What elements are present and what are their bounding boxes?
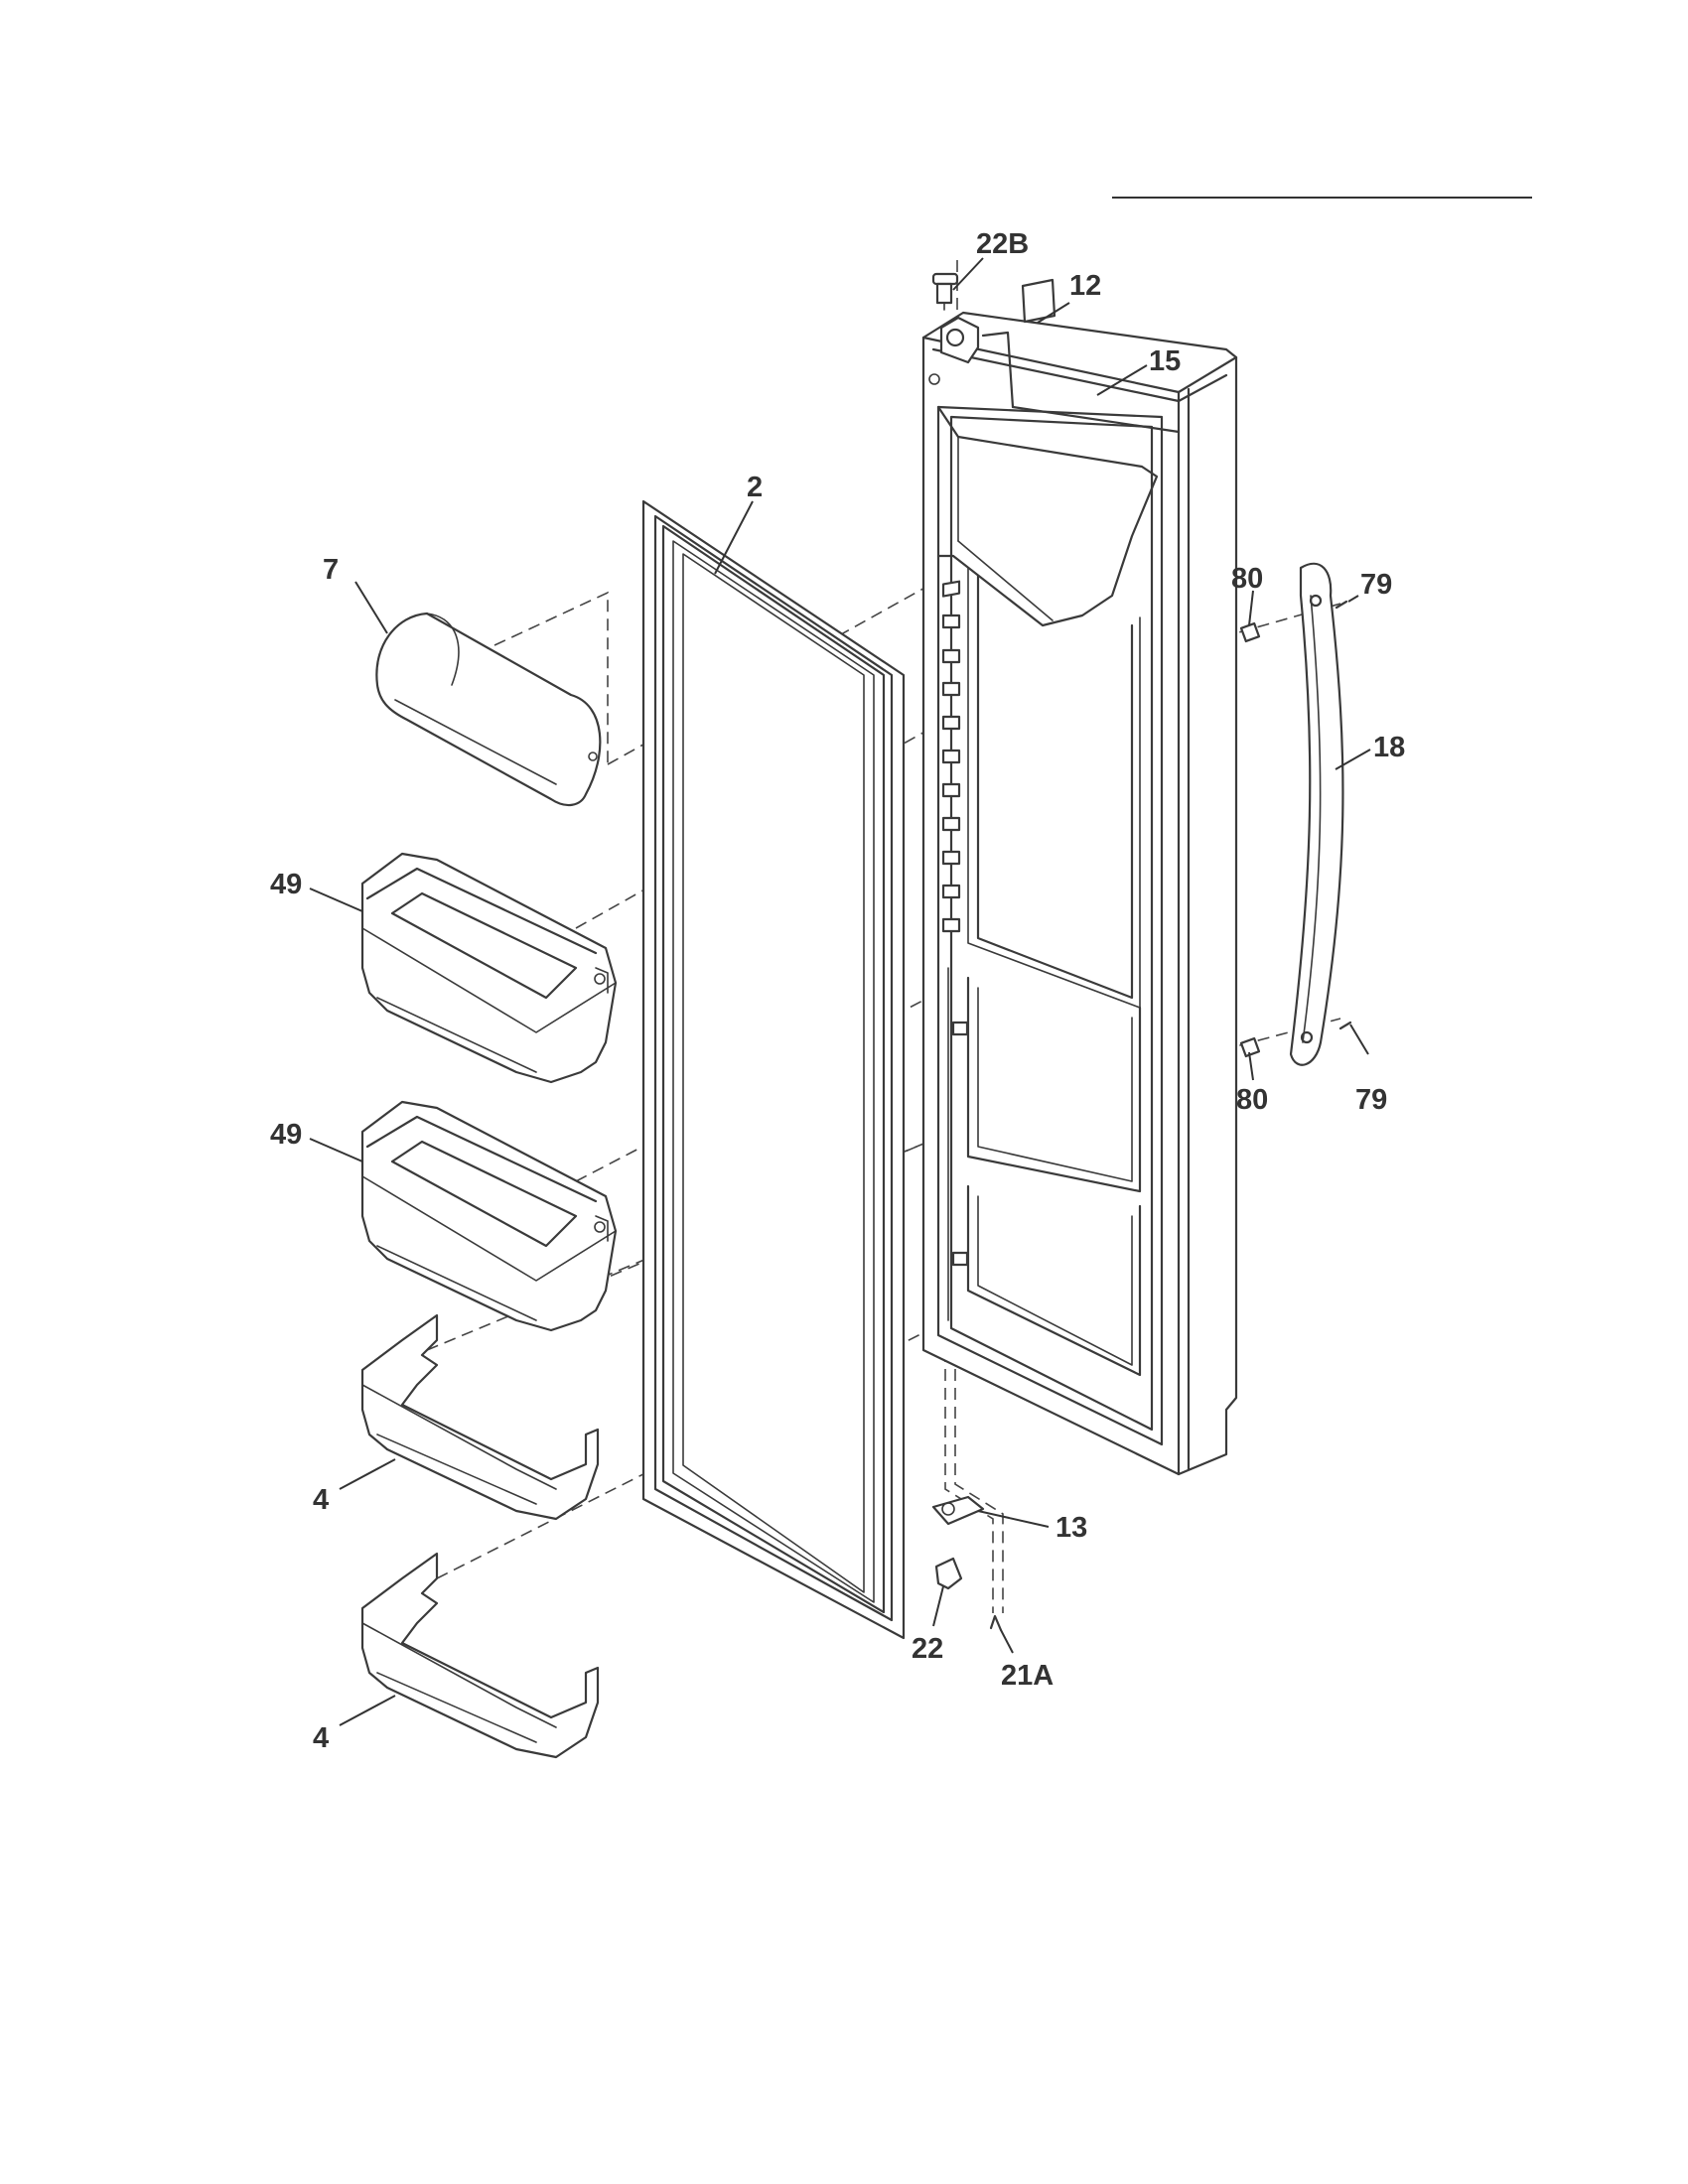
callout-13: 13 <box>1055 1512 1087 1544</box>
callout-12: 12 <box>1069 270 1101 302</box>
callout-49-upper: 49 <box>270 869 302 900</box>
hinge-bushing-22 <box>934 1557 963 1590</box>
callout-80-lower: 80 <box>1236 1084 1268 1116</box>
callout-22: 22 <box>912 1633 943 1665</box>
callout-7: 7 <box>323 554 339 586</box>
bottom-hinge-13 <box>931 1495 985 1526</box>
callout-2: 2 <box>747 472 763 503</box>
door-assembly <box>921 311 1238 1476</box>
door-bin-49-lower <box>360 1100 618 1332</box>
leader-lines <box>309 257 1371 1726</box>
callout-80-upper: 80 <box>1231 563 1263 595</box>
callout-79-lower: 79 <box>1355 1084 1387 1116</box>
shelf-pegs <box>941 580 969 1267</box>
door-handle <box>1289 562 1344 1066</box>
door-bin-49-upper <box>360 852 618 1084</box>
hinge-pin-22B <box>931 272 959 311</box>
callout-49-lower: 49 <box>270 1119 302 1151</box>
callout-79-upper: 79 <box>1360 569 1392 601</box>
callout-15: 15 <box>1149 345 1181 377</box>
callout-labels: 22B 12 15 2 7 80 79 18 49 49 80 79 4 13 … <box>270 228 1405 1754</box>
callout-4-upper: 4 <box>313 1484 329 1516</box>
callout-22B: 22B <box>976 228 1029 260</box>
handle-screws-79 <box>1335 600 1352 1030</box>
callout-21A: 21A <box>1001 1660 1054 1692</box>
handle-studs-80 <box>1239 621 1261 1058</box>
door-shelf-4-upper <box>360 1313 600 1521</box>
door-gasket <box>641 499 906 1640</box>
callout-18: 18 <box>1373 732 1405 763</box>
door-shelf-4-lower <box>360 1552 600 1759</box>
hinge-screw-21A <box>989 1614 1003 1632</box>
label-plate-12 <box>1021 278 1056 324</box>
callout-4-lower: 4 <box>313 1722 329 1754</box>
dairy-door-7 <box>375 612 602 807</box>
